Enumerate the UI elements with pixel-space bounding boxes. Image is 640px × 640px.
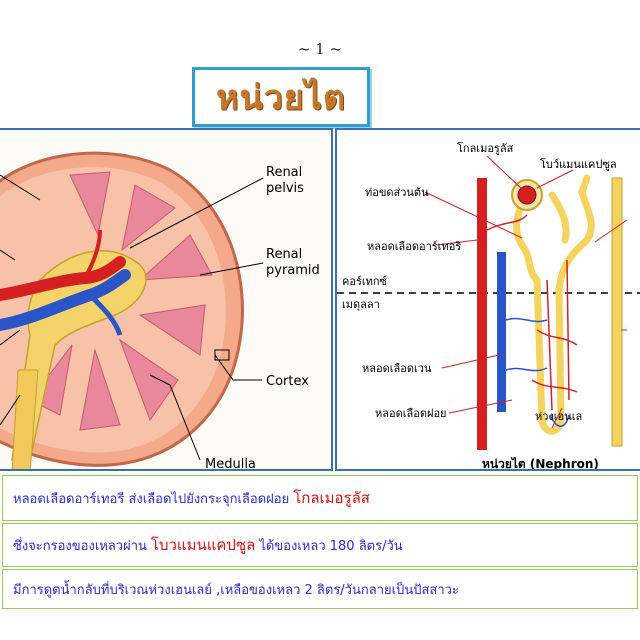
caption-2-highlight: โบวแมนแคปซูล <box>150 536 256 554</box>
page-number: ~ 1 ~ <box>297 40 343 58</box>
nephron-diagram: โกลเมอรูลัส โบว์แมนแคปซูล ท่อขดส่วนต้น ห… <box>335 128 640 471</box>
caption-3: มีการดูดน้ำกลับที่บริเวณห่วงเฮนเลย์ ,เหล… <box>2 569 638 609</box>
collecting-duct <box>611 177 623 447</box>
page-title: หน่วยไต <box>216 78 346 118</box>
pyramid <box>69 171 111 237</box>
capillary-network <box>486 214 578 411</box>
renal-pelvis <box>11 250 147 461</box>
pyramid <box>138 234 213 281</box>
renal-tubule <box>513 174 595 435</box>
label-renal-pyramid-2: pyramid <box>266 263 320 278</box>
pyramid <box>118 338 179 422</box>
label-arteriole: หลอดเลือดอาร์เทอริ <box>367 240 461 253</box>
caption-3-text: มีการดูดน้ำกลับที่บริเวณห่วงเฮนเลย์ ,เหล… <box>13 582 459 598</box>
label-bowman-capsule: โบว์แมนแคปซูล <box>540 157 617 171</box>
label-medulla: Medulla <box>205 457 256 471</box>
label-capillary: หลอดเลือดฝอย <box>375 407 447 420</box>
caption-1: หลอดเลือดอาร์เทอรี ส่งเลือดไปยังกระจุกเล… <box>2 475 638 521</box>
label-cortex-th: คอร์เทกซ์ <box>342 275 388 288</box>
caption-1-highlight: โกลเมอรูลัส <box>293 489 370 507</box>
label-glomerulus: โกลเมอรูลัส <box>457 141 514 155</box>
caption-2: ซึ่งจะกรองของเหลวผ่าน โบวแมนแคปซูล ได้ขอ… <box>2 523 638 567</box>
nephron-vein <box>497 252 506 412</box>
pyramid <box>138 304 206 356</box>
nephron-artery <box>477 178 487 450</box>
renal-artery <box>0 256 126 301</box>
kidney-illustration: Renal pelvis Renal pyramid Cortex Medull… <box>0 151 320 471</box>
renal-vein <box>0 269 131 331</box>
kidney-diagram: Renal pelvis Renal pyramid Cortex Medull… <box>0 128 333 471</box>
title-box: หน่วยไต <box>192 67 370 127</box>
pyramid <box>121 184 176 252</box>
ureter <box>11 369 39 469</box>
label-vein: หลอดเลือดเวน <box>362 362 432 375</box>
pyramid <box>79 348 121 431</box>
label-renal-pelvis-1: Renal <box>266 165 302 180</box>
caption-1-text: หลอดเลือดอาร์เทอรี ส่งเลือดไปยังกระจุกเล… <box>13 491 290 507</box>
nephron-illustration: โกลเมอรูลัส โบว์แมนแคปซูล ท่อขดส่วนต้น ห… <box>337 141 640 471</box>
nephron-caption: หน่วยไต (Nephron) <box>482 456 599 471</box>
label-renal-pelvis-2: pelvis <box>266 181 304 196</box>
label-cortex: Cortex <box>266 374 309 389</box>
label-medulla-th: เมดุลลา <box>342 298 380 311</box>
glomerulus <box>517 185 537 205</box>
label-proximal-tubule: ท่อขดส่วนต้น <box>365 186 429 199</box>
label-loop-of-henle: ห่วงเฮนเล <box>535 410 582 423</box>
caption-2-text: ซึ่งจะกรองของเหลวผ่าน <box>13 538 147 554</box>
label-renal-pyramid-1: Renal <box>266 247 302 262</box>
renal-pyramids <box>29 171 213 431</box>
caption-2-after: ได้ของเหลว 180 ลิตร/วัน <box>259 538 403 554</box>
